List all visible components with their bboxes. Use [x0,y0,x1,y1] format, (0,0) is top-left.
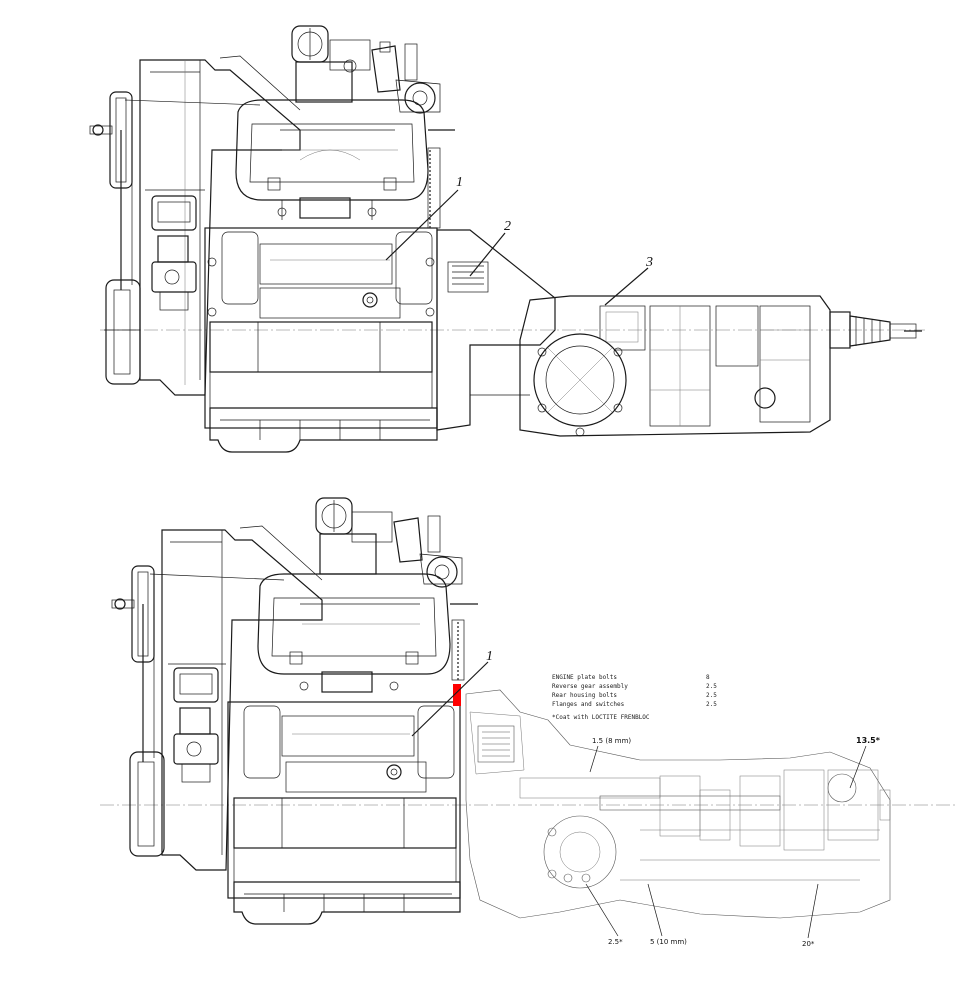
dimension-label-4: 5 (10 mm) [650,938,687,946]
top-carburetor [291,25,455,131]
top-intake-manifold [235,99,429,220]
dimension-leader-3 [585,883,619,937]
dimension-label-5: 20* [802,940,815,948]
top-gearbox-casing [519,295,831,437]
dimension-leader-1 [589,745,599,773]
bottom-gearbox-section [465,689,891,919]
top-pulley-assembly [89,91,141,385]
top-leader-3 [604,267,649,306]
top-fuel-pump [151,195,197,311]
top-leader-2 [469,232,506,277]
spec-row-1-value: 8 [706,674,710,681]
spec-row-3-label: Rear housing bolts [552,692,617,699]
top-fan-housing [124,55,301,396]
dimension-label-3: 2.5* [608,938,623,946]
spec-row-4-label: Flanges and switches [552,701,625,708]
bottom-carburetor [315,497,478,605]
bottom-oil-sump [233,881,461,925]
dimension-leader-4 [647,883,663,937]
dimension-label-2: 13.5* [856,736,881,745]
bottom-leader-1 [411,661,489,737]
bottom-fan-housing [149,525,323,871]
top-callout-2: 2 [504,219,511,234]
dimension-label-1: 1.5 (8 mm) [592,737,631,745]
spec-note: *Coat with LOCTITE FRENBLOC [552,714,650,721]
spec-row-2-label: Reverse gear assembly [552,683,628,690]
top-callout-3: 3 [645,255,653,270]
spec-row-1-label: ENGINE plate bolts [552,674,617,681]
torque-spec-table: ENGINE plate bolts 8 Reverse gear assemb… [552,674,717,721]
top-leader-1 [385,189,459,261]
bottom-fuel-pump [173,667,219,783]
spec-row-2-value: 2.5 [706,683,717,690]
top-output-shaft [829,311,922,349]
bottom-engine-block [227,619,465,899]
top-engine-transmission-drawing: 1 2 3 [89,25,925,453]
highlighted-part [453,684,461,706]
dimension-annotations: 1.5 (8 mm) 13.5* 2.5* 5 (10 mm) 20* [585,736,881,948]
bottom-intake-manifold [257,573,451,693]
spec-row-4-value: 2.5 [706,701,717,708]
bottom-callout-1: 1 [486,649,493,664]
spec-row-3-value: 2.5 [706,692,717,699]
bottom-engine-transmission-drawing: 1 ENGINE plat [100,497,955,948]
dimension-leader-5 [807,883,819,939]
bottom-pulley-assembly [111,565,165,857]
top-callout-1: 1 [456,175,463,190]
top-oil-sump [209,407,438,453]
dimension-leader-2 [849,745,867,789]
top-differential-cover [533,333,627,437]
